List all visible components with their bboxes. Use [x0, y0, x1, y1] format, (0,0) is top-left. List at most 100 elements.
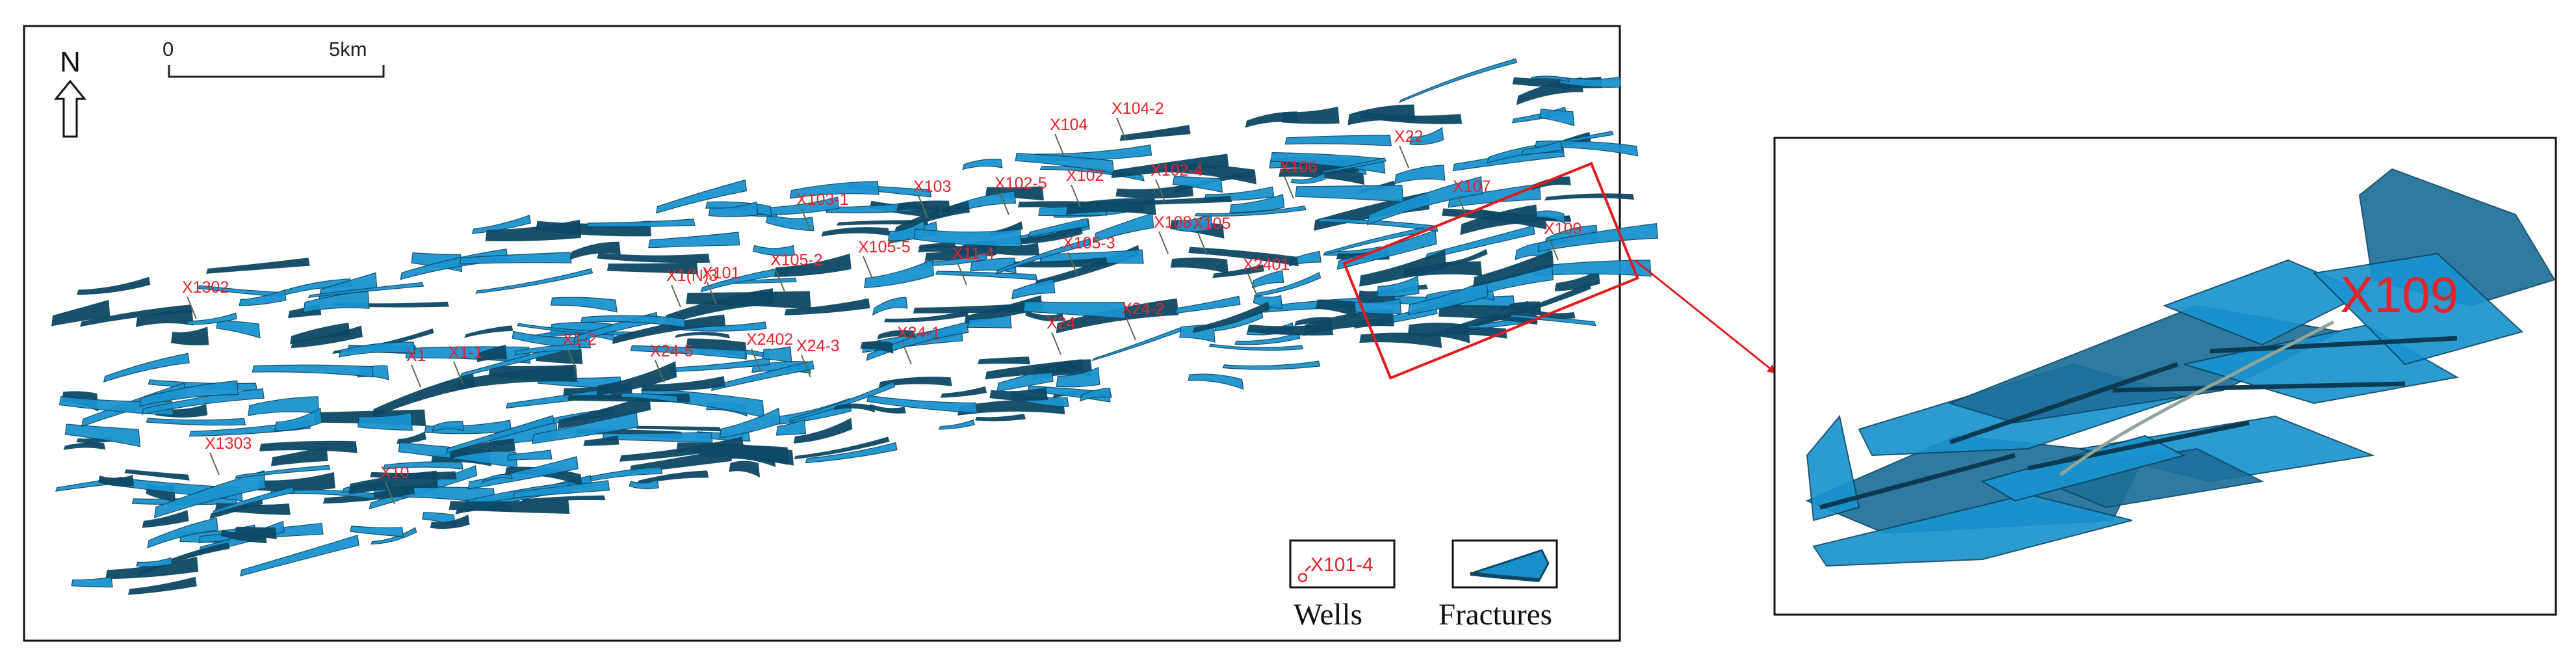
fracture-patch: [641, 376, 725, 392]
fracture-patch: [136, 557, 173, 567]
well-label: X107: [1453, 178, 1490, 196]
fracture-patch: [1531, 176, 1571, 191]
fracture-patch: [79, 304, 192, 327]
fracture-patch: [1192, 301, 1270, 333]
fracture-patch: [557, 394, 651, 429]
fracture-patch: [550, 297, 618, 313]
fracture-patch: [269, 489, 376, 500]
fracture-patch: [977, 356, 1030, 365]
scale-bar-line: [168, 65, 385, 78]
well-trace: [385, 481, 395, 505]
well-label: X109: [1544, 220, 1581, 238]
fracture-patch: [1222, 360, 1321, 370]
fracture-patch: [1255, 272, 1321, 297]
fracture-patch: [1025, 310, 1064, 322]
fracture-patch: [918, 245, 976, 258]
fracture-patch: [211, 486, 294, 515]
fracture-patch: [350, 525, 404, 537]
fracture-patch: [1093, 213, 1154, 243]
fracture-patch: [170, 327, 209, 345]
fracture-patch: [751, 196, 840, 215]
fracture-patch: [1521, 140, 1563, 156]
well-trace: [187, 296, 197, 319]
well-trace: [775, 269, 785, 292]
well-trace: [801, 208, 811, 232]
fracture-patch: [370, 527, 417, 545]
fracture-patch: [877, 330, 916, 340]
fracture-patch: [583, 435, 619, 446]
well-trace: [411, 364, 421, 388]
fracture-patch: [630, 345, 747, 360]
fracture-patch: [1111, 154, 1229, 178]
well-trace: [1548, 237, 1559, 261]
inset-fracture-edge: [2112, 381, 2406, 393]
fracture-patch: [766, 214, 814, 232]
fracture-patch: [1321, 157, 1386, 174]
well-label: X105-2: [770, 251, 823, 269]
well-trace: [957, 262, 967, 286]
legend-wells-label: Wells: [1294, 598, 1362, 632]
fracture-patch: [1194, 206, 1307, 217]
well-label: X1-2: [562, 330, 597, 349]
fracture-patch: [1234, 332, 1301, 345]
well-label: X24-5: [650, 342, 694, 360]
legend: X101-4 Wells Fractures: [1289, 539, 1558, 632]
fracture-patch: [602, 431, 713, 443]
fracture-patch: [788, 381, 896, 422]
fracture-patch: [962, 159, 1003, 170]
fracture-patch: [1367, 176, 1483, 226]
fracture-patch: [606, 262, 699, 274]
fracture-patch: [1290, 172, 1326, 184]
fracture-patch: [1425, 225, 1535, 260]
fracture-patch: [1303, 308, 1394, 336]
well-label: X103: [913, 178, 951, 196]
inset-fracture-plane: [1981, 434, 2186, 502]
well-trace: [1284, 176, 1294, 199]
well-trace: [707, 282, 717, 305]
well-label: X102-5: [995, 174, 1047, 193]
fracture-patch: [878, 377, 952, 388]
fracture-patch: [1176, 212, 1213, 232]
fracture-patch: [189, 420, 311, 437]
well-label: X24-1: [897, 324, 941, 342]
fracture-patch: [1065, 198, 1156, 215]
fracture-patch: [1398, 58, 1518, 103]
well-trace: [1067, 252, 1078, 275]
fracture-patch: [475, 268, 593, 294]
well-trace: [1158, 231, 1169, 254]
fracture-patch: [430, 514, 470, 529]
fracture-patch: [974, 413, 1026, 421]
fracture-patch: [460, 345, 564, 378]
north-label: N: [60, 46, 81, 78]
fracture-patch: [1539, 109, 1575, 127]
fracture-patch: [752, 245, 796, 256]
fracture-patch: [98, 475, 135, 487]
inset-fracture-plane: [1806, 414, 1860, 522]
fracture-patch: [235, 526, 277, 540]
well-label: X24-3: [796, 337, 840, 355]
well-label: X24: [1047, 314, 1076, 332]
well-label: X105-3: [1063, 234, 1115, 252]
fracture-patch: [729, 461, 761, 478]
fracture-patch: [655, 179, 748, 214]
well-trace: [1126, 317, 1136, 341]
fracture-patch: [789, 181, 879, 199]
fracture-patch: [1438, 305, 1538, 325]
fracture-patch: [648, 232, 740, 248]
fracture-patch: [1188, 373, 1244, 390]
fracture-patch: [1251, 270, 1284, 289]
fracture-patch: [127, 576, 197, 595]
fracture-patch: [612, 314, 726, 345]
fracture-patch: [826, 201, 918, 213]
fracture-patch: [674, 332, 731, 339]
fracture-patch: [64, 423, 140, 448]
well-trace: [863, 256, 873, 279]
inset-fracture-plane: [1812, 493, 2133, 567]
fracture-patch: [1119, 125, 1191, 141]
well-symbol-icon: [1297, 565, 1311, 583]
fracture-patch: [1079, 388, 1112, 402]
fracture-patch: [669, 357, 771, 373]
legend-well-sample: X101-4: [1310, 554, 1373, 576]
fracture-patch: [186, 312, 238, 325]
